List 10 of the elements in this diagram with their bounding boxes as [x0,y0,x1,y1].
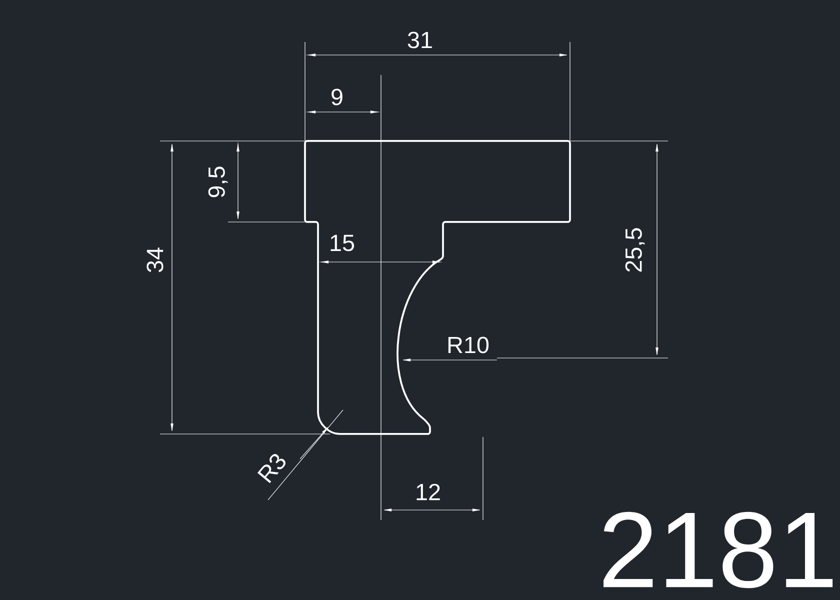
dimension-text: 25,5 [625,228,645,272]
dimension-text: 31 [408,32,432,48]
dimension-text: R10 [448,336,489,354]
dimension-text: 12 [416,484,440,500]
dimension-text: 9 [332,88,342,106]
dimension-text: 15 [330,234,354,252]
dimension-text: 9,5 [208,166,228,198]
part-number: 2181 [604,512,833,588]
dimension-text: R3 [257,454,286,484]
dimension-text: 34 [146,248,164,272]
